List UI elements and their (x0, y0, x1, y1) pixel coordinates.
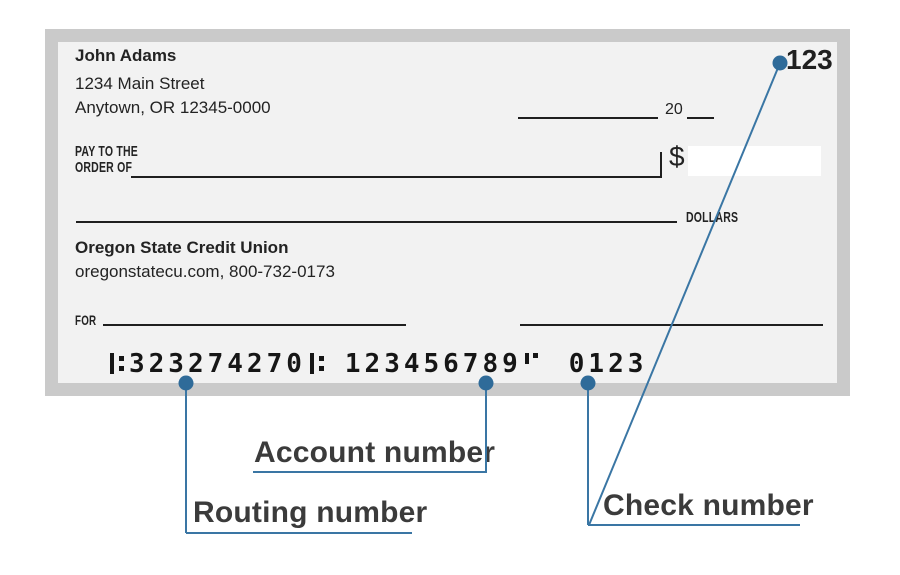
routing-number-label: Routing number (193, 496, 428, 529)
for-label: FOR (75, 312, 97, 328)
date-year-line (687, 117, 714, 119)
bank-contact: oregonstatecu.com, 800-732-0173 (75, 262, 335, 281)
micr-check-number: 0123 (568, 349, 648, 379)
micr-account-number: 123456789 (344, 349, 522, 379)
date-line (518, 117, 658, 119)
account-number-label: Account number (254, 436, 496, 469)
micr-transit-symbol-icon (309, 353, 326, 375)
dollar-sign: $ (669, 141, 685, 172)
date-year-prefix: 20 (665, 101, 683, 118)
amount-box (688, 146, 821, 176)
payer-address-line2: Anytown, OR 12345-0000 (75, 98, 271, 117)
payee-line-end-bracket (660, 152, 662, 178)
micr-routing-number: 323274270 (129, 349, 306, 379)
micr-line: 323274270 123456789 0123 (106, 351, 647, 377)
pay-to-the-label: PAY TO THE (75, 143, 138, 160)
payer-address-line1: 1234 Main Street (75, 74, 205, 93)
payee-line (131, 176, 661, 178)
micr-transit-symbol-icon (109, 353, 126, 375)
order-of-label: ORDER OF (75, 159, 133, 176)
signature-line (520, 324, 823, 326)
micr-on-us-symbol-icon (524, 353, 539, 375)
bank-name: Oregon State Credit Union (75, 238, 289, 257)
check-number-label: Check number (603, 489, 814, 522)
memo-line (103, 324, 406, 326)
dollars-label: DOLLARS (686, 209, 739, 226)
amount-words-line (76, 221, 677, 223)
payer-name: John Adams (75, 46, 177, 65)
check-number-top-right: 123 (786, 44, 833, 75)
